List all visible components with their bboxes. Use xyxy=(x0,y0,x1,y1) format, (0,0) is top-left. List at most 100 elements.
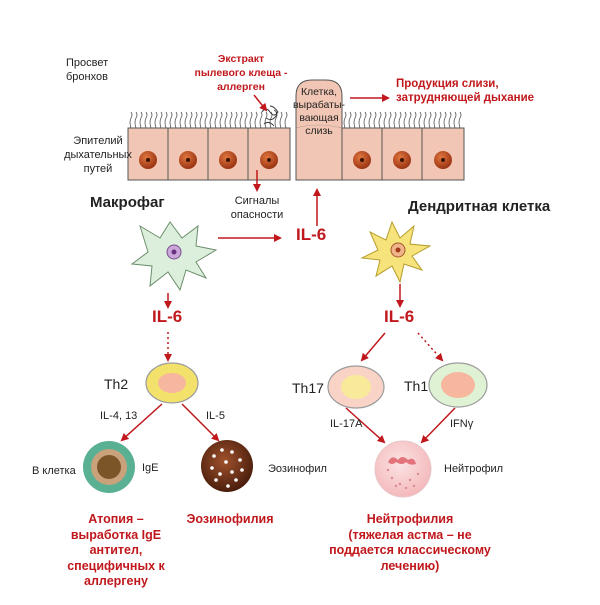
ige-label: IgE xyxy=(142,462,159,474)
neutrophil-label: Нейтрофил xyxy=(444,463,504,475)
eosinophilia-label: Эозинофилия xyxy=(186,512,274,526)
mucus-cell xyxy=(295,79,343,181)
epithelial-cell xyxy=(247,127,291,181)
cilium xyxy=(209,111,213,129)
th1-label: Th1 xyxy=(404,378,429,394)
eosinophil-cell xyxy=(201,440,253,492)
cilium xyxy=(443,111,447,129)
cilium xyxy=(259,111,263,129)
cilium xyxy=(398,111,402,129)
cilium xyxy=(383,111,387,129)
cilium xyxy=(164,111,168,129)
cilium xyxy=(179,111,183,129)
cilium xyxy=(433,111,437,129)
th17-cell xyxy=(327,365,385,409)
th17-label: Th17 xyxy=(292,380,324,396)
b-cell xyxy=(83,441,135,493)
granule xyxy=(404,486,408,490)
cilium xyxy=(149,111,153,129)
granule xyxy=(230,450,234,454)
b-cell-label: В клетка xyxy=(32,465,76,477)
th1-cell xyxy=(428,362,488,408)
granule xyxy=(230,470,234,474)
cilium xyxy=(458,111,462,129)
granule xyxy=(408,478,412,482)
cilium xyxy=(348,111,352,129)
cilium xyxy=(199,111,203,129)
granule xyxy=(416,472,420,476)
granule xyxy=(240,468,244,472)
cilium xyxy=(249,111,253,129)
cilium xyxy=(408,111,412,129)
epithelial-cell xyxy=(341,127,383,181)
cilium xyxy=(373,111,377,129)
cilium xyxy=(174,111,178,129)
cilium xyxy=(403,111,407,129)
cilium xyxy=(214,111,218,129)
lumen-label: Просвет бронхов xyxy=(66,57,109,83)
il6-left-label: IL-6 xyxy=(152,307,183,326)
cilium xyxy=(184,111,188,129)
epithelial-cell xyxy=(127,127,169,181)
atopy-label: Атопия – выработка IgE антител, специфич… xyxy=(67,512,165,588)
cilium xyxy=(378,111,382,129)
cilium xyxy=(284,111,288,129)
cilium xyxy=(264,111,268,129)
granule xyxy=(226,484,230,488)
cilium xyxy=(358,111,362,129)
epithelium-label: Эпителий дыхательных путей xyxy=(64,135,132,175)
cilium xyxy=(139,111,143,129)
neutrophil-cell xyxy=(374,440,432,498)
cilium xyxy=(194,111,198,129)
cilium xyxy=(428,111,432,129)
cilium xyxy=(219,111,223,129)
granule xyxy=(394,484,398,488)
arrow-th1-neutrophil xyxy=(420,407,456,444)
il6-right-label: IL-6 xyxy=(384,307,415,326)
il6-center-label: IL-6 xyxy=(296,225,327,244)
epithelial-cell xyxy=(167,127,209,181)
arrow-allergen xyxy=(253,94,268,112)
cilium xyxy=(154,111,158,129)
eosinophil-granules xyxy=(210,448,244,488)
cilium xyxy=(343,111,347,129)
granule xyxy=(212,454,216,458)
granule xyxy=(238,458,242,462)
cilium xyxy=(438,111,442,129)
eosinophil-label: Эозинофил xyxy=(268,463,327,475)
cilium xyxy=(448,111,452,129)
cilium xyxy=(229,111,233,129)
cilium xyxy=(363,111,367,129)
cilium xyxy=(279,111,283,129)
granule xyxy=(210,466,214,470)
neutrophil-granules xyxy=(386,468,420,490)
th2-label: Th2 xyxy=(104,376,129,392)
granule xyxy=(412,484,416,488)
cilium xyxy=(204,111,208,129)
cilium xyxy=(239,111,243,129)
cilium xyxy=(254,111,258,129)
il5-label: IL-5 xyxy=(206,410,225,422)
arrow-th2-bcell xyxy=(120,403,163,442)
cilium xyxy=(353,111,357,129)
il4-13-label: IL-4, 13 xyxy=(100,410,138,422)
granule xyxy=(390,476,394,480)
cilium xyxy=(159,111,163,129)
neutrophilia-label: Нейтрофилия (тяжелая астма – не поддаетс… xyxy=(329,512,491,573)
granule xyxy=(386,468,390,472)
arrow-il6-th17 xyxy=(360,332,386,362)
cilium xyxy=(418,111,422,129)
dendritic-cell xyxy=(360,220,432,284)
arrows xyxy=(120,94,456,444)
epithelial-cell xyxy=(421,127,465,181)
cilium xyxy=(368,111,372,129)
cilium xyxy=(134,111,138,129)
granule xyxy=(398,482,402,486)
cilium xyxy=(189,111,193,129)
macrophage-label: Макрофаг xyxy=(90,194,165,211)
epithelial-cell xyxy=(381,127,423,181)
cilium xyxy=(224,111,228,129)
macrophage-cell xyxy=(130,221,218,292)
